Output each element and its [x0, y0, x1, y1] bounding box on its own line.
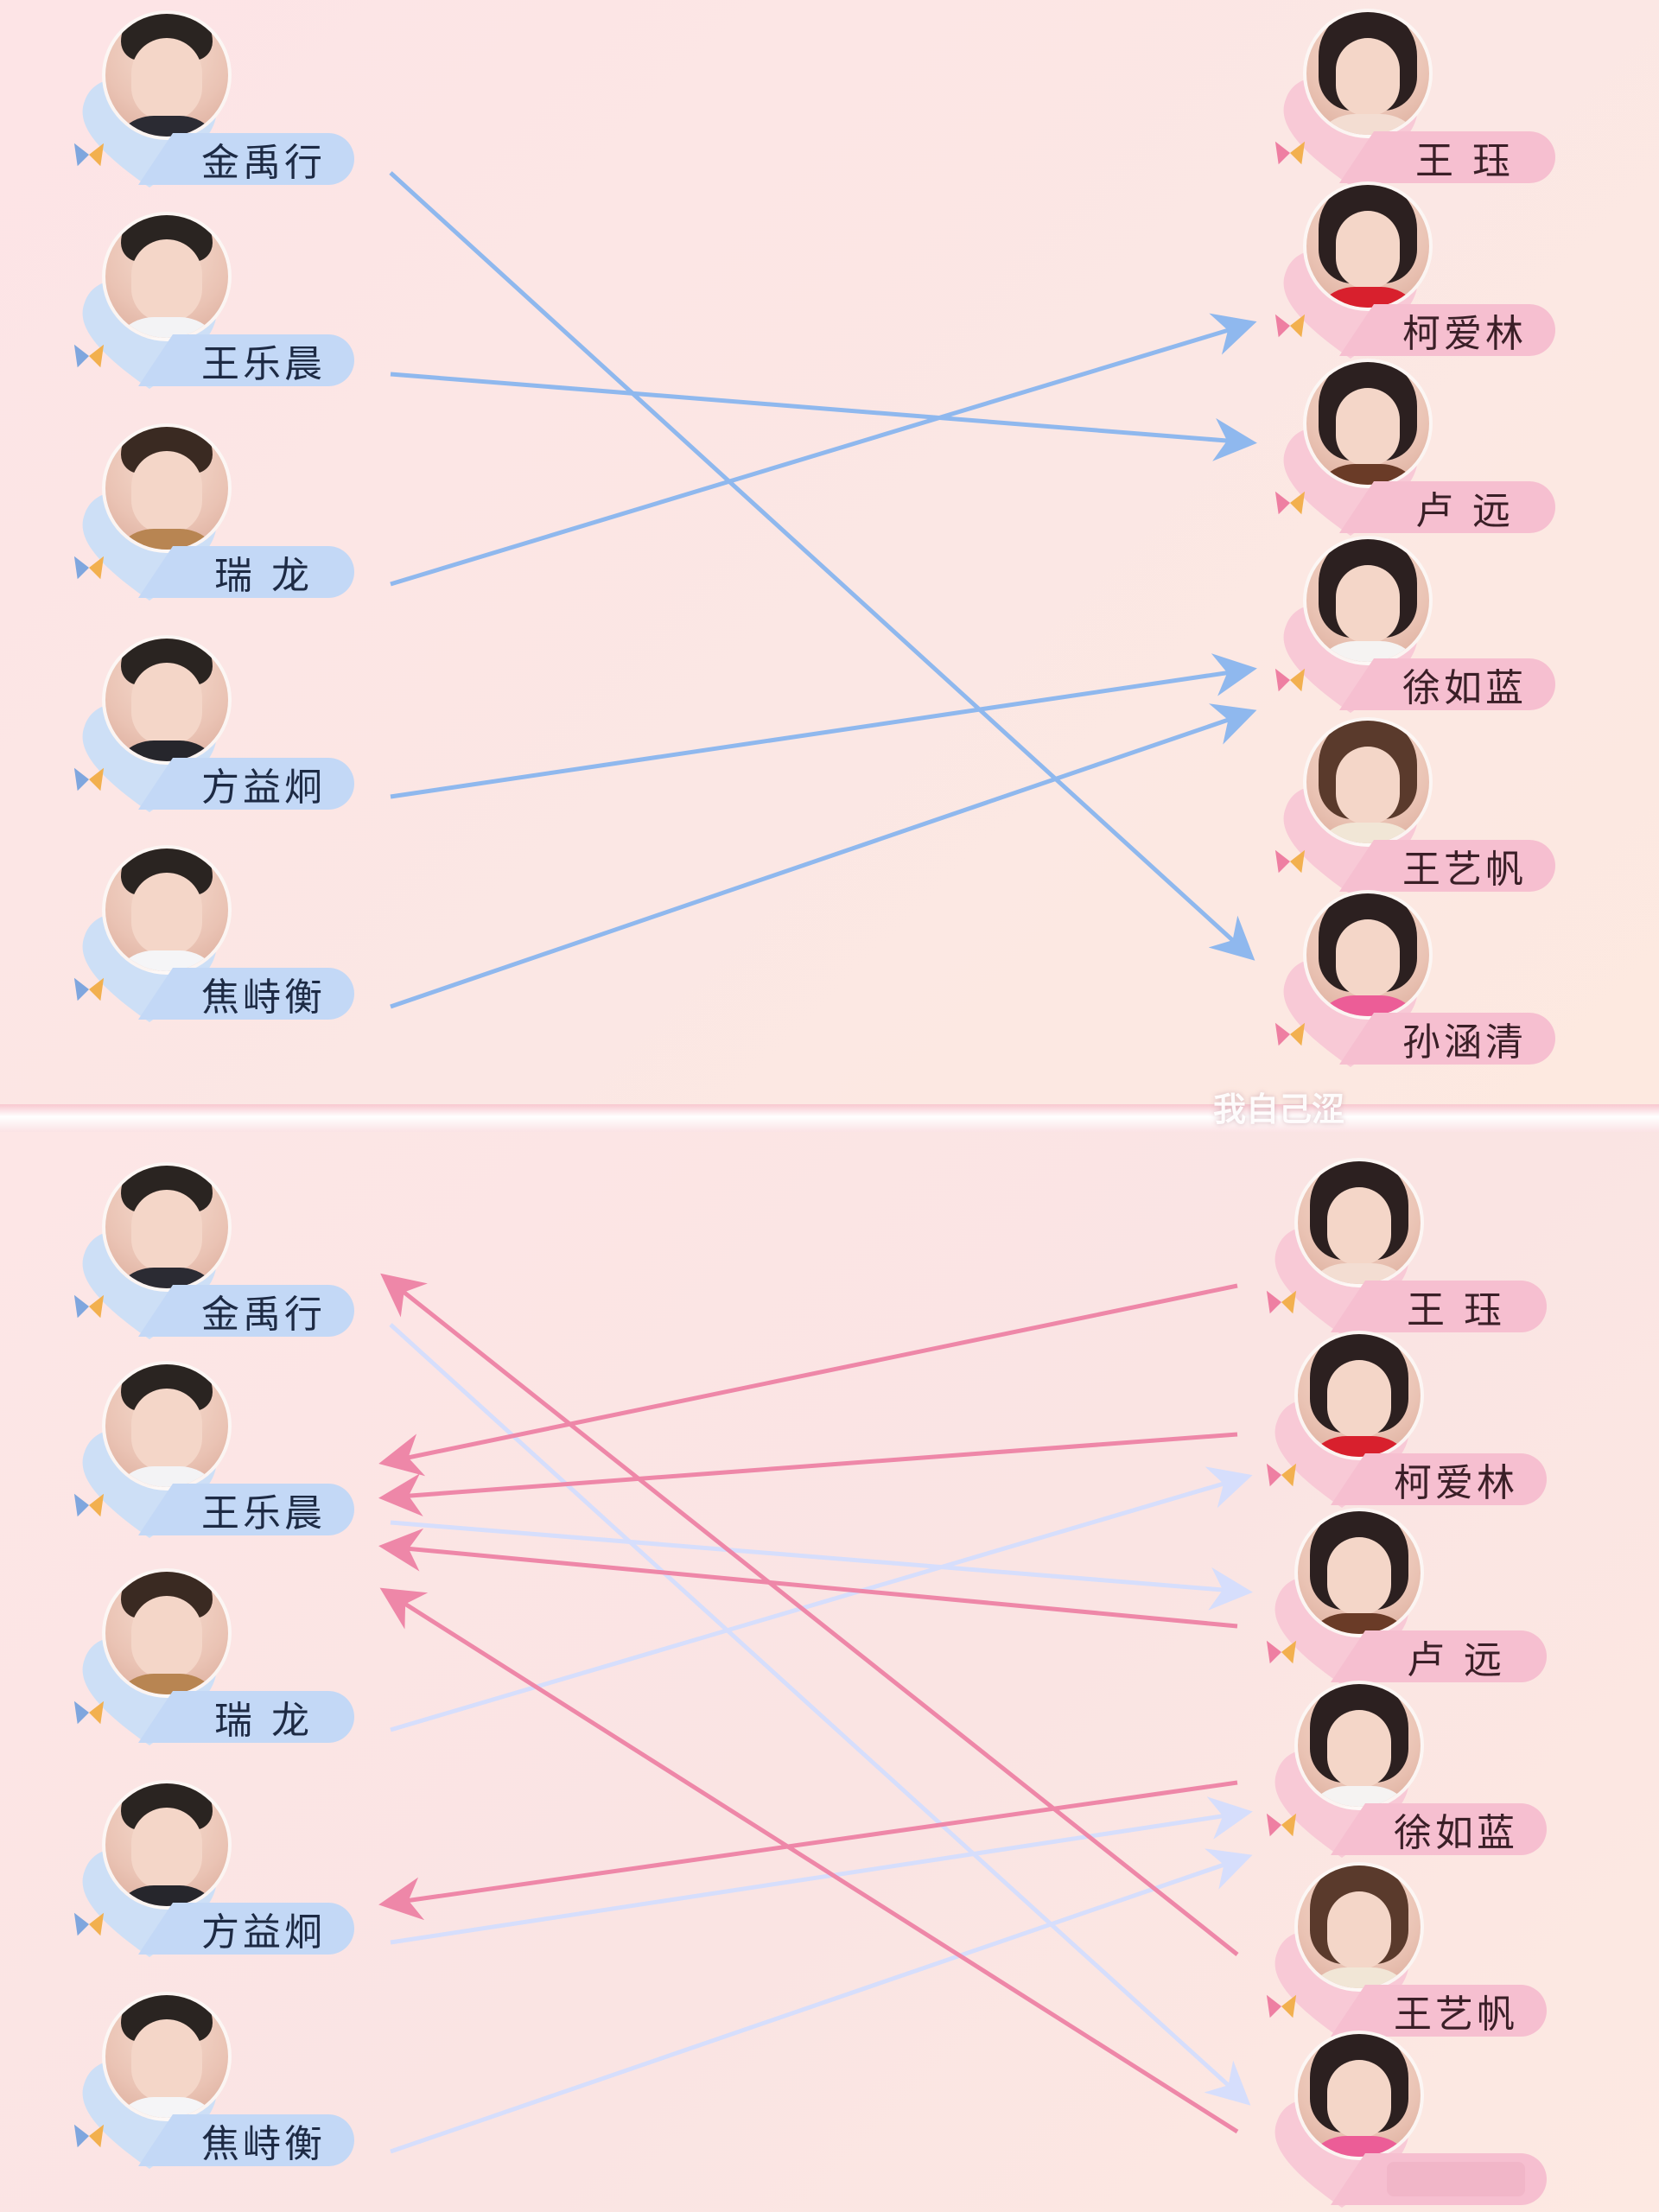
female-name-label: 王艺帆	[1339, 840, 1555, 892]
male-name-label: 金禹行	[138, 1285, 354, 1337]
bow-icon	[73, 1493, 105, 1517]
avatar	[1294, 1331, 1424, 1460]
female-name-label: 徐如蓝	[1331, 1803, 1547, 1855]
male-name-label: 王乐晨	[138, 334, 354, 386]
avatar	[1303, 359, 1433, 488]
bow-icon	[1274, 141, 1306, 165]
bow-icon	[73, 767, 105, 791]
bow-icon	[1274, 314, 1306, 338]
male-card-jiaozhiheng[interactable]: 焦峙衡	[69, 845, 363, 1022]
female-name-label: 王艺帆	[1331, 1985, 1547, 2037]
male-card-jiaozhiheng-2[interactable]: 焦峙衡	[69, 1992, 363, 2169]
watermark: 我自己涩	[1212, 1090, 1344, 1128]
avatar	[102, 1568, 232, 1698]
bow-icon	[1274, 491, 1306, 515]
male-name-label: 瑞 龙	[138, 546, 354, 598]
male-name-label: 方益炯	[138, 1903, 354, 1955]
avatar	[1303, 717, 1433, 847]
bow-icon	[73, 1294, 105, 1319]
female-card-luyuan[interactable]: 卢 远	[1270, 359, 1564, 536]
male-card-wanglechen-2[interactable]: 王乐晨	[69, 1361, 363, 1538]
bow-icon	[73, 556, 105, 580]
female-card-keailin[interactable]: 柯爱林	[1270, 181, 1564, 359]
bow-icon	[1274, 1022, 1306, 1046]
bow-icon	[1274, 849, 1306, 874]
avatar	[102, 10, 232, 140]
male-name-label: 焦峙衡	[138, 2114, 354, 2166]
female-card-xurulan[interactable]: 徐如蓝	[1270, 536, 1564, 713]
bow-icon	[1266, 1463, 1297, 1487]
avatar	[1303, 181, 1433, 311]
male-card-ruilong-2[interactable]: 瑞 龙	[69, 1568, 363, 1745]
female-card-luyuan-2[interactable]: 卢 远	[1262, 1508, 1555, 1685]
male-card-jinyuxing-2[interactable]: 金禹行	[69, 1162, 363, 1339]
female-card-wangjue-2[interactable]: 王 珏	[1262, 1158, 1555, 1335]
female-card-keailin-2[interactable]: 柯爱林	[1262, 1331, 1555, 1508]
bow-icon	[73, 1912, 105, 1936]
avatar	[102, 845, 232, 975]
blurred-name	[1387, 2162, 1525, 2196]
bow-icon	[73, 344, 105, 368]
avatar	[1294, 1862, 1424, 1992]
bow-icon	[73, 977, 105, 1001]
male-name-label: 焦峙衡	[138, 968, 354, 1020]
male-name-label: 瑞 龙	[138, 1691, 354, 1743]
avatar	[1294, 1158, 1424, 1287]
bow-icon	[1266, 1290, 1297, 1314]
female-card-wangjue[interactable]: 王 珏	[1270, 9, 1564, 186]
avatar	[1303, 890, 1433, 1020]
avatar	[102, 1162, 232, 1292]
avatar	[102, 212, 232, 341]
female-name-label: 柯爱林	[1339, 304, 1555, 356]
bow-icon	[1266, 1994, 1297, 2018]
avatar	[102, 635, 232, 765]
female-card-wangyifan-2[interactable]: 王艺帆	[1262, 1862, 1555, 2039]
female-name-label: 卢 远	[1331, 1630, 1547, 1682]
female-name-label: 徐如蓝	[1339, 658, 1555, 710]
avatar	[1294, 1681, 1424, 1810]
avatar	[102, 1361, 232, 1491]
female-name-label: 孙涵清	[1339, 1013, 1555, 1065]
bow-icon	[1266, 1813, 1297, 1837]
female-card-wangyifan[interactable]: 王艺帆	[1270, 717, 1564, 894]
bow-icon	[73, 143, 105, 167]
male-name-label: 金禹行	[138, 133, 354, 185]
male-card-fangyijiong-2[interactable]: 方益炯	[69, 1780, 363, 1957]
female-card-sunhanqing[interactable]: 孙涵清	[1270, 890, 1564, 1067]
avatar	[1294, 1508, 1424, 1637]
avatar	[1303, 9, 1433, 138]
female-name-label: 王 珏	[1339, 131, 1555, 183]
bow-icon	[1274, 668, 1306, 692]
avatar	[1294, 2031, 1424, 2160]
bow-icon	[1266, 1640, 1297, 1664]
male-card-jinyuxing[interactable]: 金禹行	[69, 10, 363, 188]
avatar	[102, 1780, 232, 1910]
panel-divider	[0, 1104, 1659, 1132]
avatar	[102, 423, 232, 553]
male-name-label: 方益炯	[138, 758, 354, 810]
male-card-wanglechen[interactable]: 王乐晨	[69, 212, 363, 389]
female-name-label: 柯爱林	[1331, 1453, 1547, 1505]
female-card-sunhanqing-2[interactable]	[1262, 2031, 1555, 2208]
bow-icon	[73, 1700, 105, 1725]
avatar	[1303, 536, 1433, 665]
female-name-label-blurred	[1331, 2153, 1547, 2205]
female-name-label: 王 珏	[1331, 1281, 1547, 1332]
bow-icon	[73, 2124, 105, 2148]
male-name-label: 王乐晨	[138, 1484, 354, 1535]
female-card-xurulan-2[interactable]: 徐如蓝	[1262, 1681, 1555, 1858]
avatar	[102, 1992, 232, 2121]
female-name-label: 卢 远	[1339, 481, 1555, 533]
male-card-ruilong[interactable]: 瑞 龙	[69, 423, 363, 601]
male-card-fangyijiong[interactable]: 方益炯	[69, 635, 363, 812]
